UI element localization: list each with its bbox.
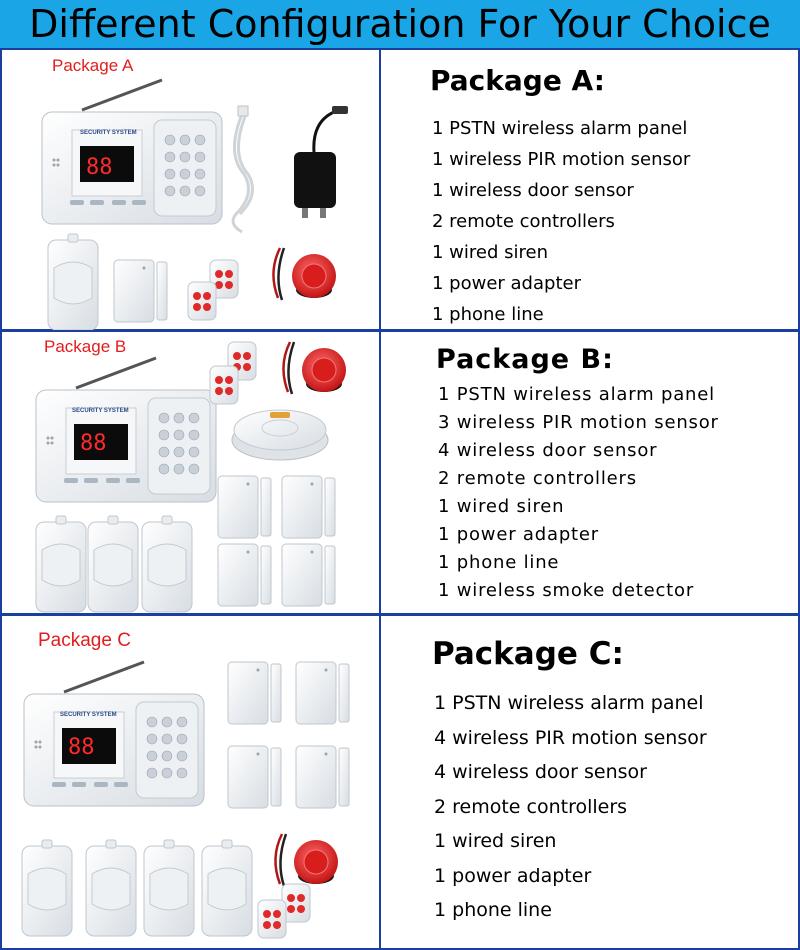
door-sensor-image [217, 543, 272, 607]
banner-title: Different Configuration For Your Choice [29, 2, 771, 46]
door-sensor-image [281, 543, 336, 607]
pir-sensor-image [87, 515, 139, 613]
package-c-panel: Package C SECURITY SYSTEM 88 Package C: … [0, 614, 800, 950]
list-item: 4 wireless door sensor [434, 761, 647, 783]
package-a-product-image: SECURITY SYSTEM 88 [40, 78, 350, 330]
device-label: SECURITY SYSTEM [60, 712, 117, 718]
device-label: SECURITY SYSTEM [80, 130, 137, 136]
package-b-tag: Package B [44, 337, 127, 356]
list-item: 2 remote controllers [438, 468, 637, 489]
list-item: 1 wireless smoke detector [438, 580, 695, 601]
alarm-panel-image [22, 660, 206, 808]
pir-sensor-image [201, 839, 253, 937]
list-item: 4 wireless PIR motion sensor [434, 726, 707, 749]
list-item: 1 wireless PIR motion sensor [432, 149, 691, 170]
door-sensor-image [113, 259, 168, 323]
list-item: 1 PSTN wireless alarm panel [434, 692, 704, 714]
package-a-contents: 1 PSTN wireless alarm panel 1 wireless P… [430, 113, 690, 330]
digit-display: 88 [80, 431, 107, 456]
siren-image [272, 246, 338, 302]
door-sensor-image [281, 475, 336, 539]
package-b-heading: Package B: [436, 344, 614, 375]
package-c-contents: 1 PSTN wireless alarm panel 4 wireless P… [432, 686, 707, 928]
package-a-panel: Package A SECURITY SYSTEM 88 Package A: … [0, 48, 800, 331]
remote-image [209, 365, 239, 405]
digit-display: 88 [86, 155, 113, 180]
list-item: 1 power adapter [432, 273, 581, 294]
door-sensor-image [227, 661, 282, 725]
device-label: SECURITY SYSTEM [72, 408, 129, 414]
smoke-detector-image [231, 409, 329, 461]
list-item: 2 remote controllers [434, 795, 628, 818]
digit-display: 88 [68, 735, 95, 760]
remote-image [257, 899, 287, 939]
alarm-panel-image [40, 78, 224, 226]
title-banner: Different Configuration For Your Choice [0, 0, 800, 48]
siren-image [282, 340, 348, 396]
list-item: 4 wireless door sensor [438, 440, 658, 461]
pir-sensor-image [141, 515, 193, 613]
list-item: 1 phone line [438, 552, 560, 573]
door-sensor-image [217, 475, 272, 539]
pir-sensor-image [85, 839, 137, 937]
list-item: 1 wired siren [438, 496, 565, 517]
package-b-product-image: SECURITY SYSTEM 88 [34, 340, 348, 613]
package-c-heading: Package C: [432, 636, 624, 672]
door-sensor-image [227, 745, 282, 809]
panel-divider [379, 50, 381, 329]
siren-image [274, 832, 340, 888]
package-b-contents: 1 PSTN wireless alarm panel 3 wireless P… [436, 381, 719, 605]
pir-sensor-image [21, 839, 73, 937]
list-item: 1 wireless door sensor [432, 180, 634, 201]
pir-sensor-image [143, 839, 195, 937]
list-item: 1 PSTN wireless alarm panel [432, 118, 688, 139]
package-c-details: Package C: 1 PSTN wireless alarm panel 4… [432, 636, 707, 928]
list-item: 2 remote controllers [432, 211, 615, 232]
package-a-heading: Package A: [430, 64, 605, 97]
alarm-panel-image [34, 356, 218, 504]
list-item: 1 wired siren [434, 830, 557, 852]
package-c-product-image: SECURITY SYSTEM 88 [21, 660, 350, 939]
door-sensor-image [295, 745, 350, 809]
list-item: 1 power adapter [438, 524, 599, 545]
remote-image [187, 281, 217, 321]
pir-sensor-image [47, 233, 99, 330]
package-b-panel: Package B SECURITY SYSTEM 88 Package B: … [0, 330, 800, 615]
panel-divider [379, 332, 381, 613]
package-a-details: Package A: 1 PSTN wireless alarm panel 1… [430, 64, 690, 330]
package-c-tag: Package C [38, 630, 131, 651]
list-item: 1 phone line [434, 899, 552, 921]
phone-line-image [231, 104, 254, 234]
list-item: 1 wired siren [432, 242, 548, 263]
package-b-details: Package B: 1 PSTN wireless alarm panel 3… [436, 344, 719, 605]
list-item: 1 phone line [432, 304, 544, 325]
pir-sensor-image [35, 515, 87, 613]
list-item: 1 PSTN wireless alarm panel [438, 384, 715, 405]
list-item: 3 wireless PIR motion sensor [438, 412, 719, 433]
package-a-tag: Package A [52, 56, 134, 75]
power-adapter-image [292, 104, 350, 220]
list-item: 1 power adapter [434, 864, 592, 887]
panel-divider [379, 616, 381, 948]
door-sensor-image [295, 661, 350, 725]
